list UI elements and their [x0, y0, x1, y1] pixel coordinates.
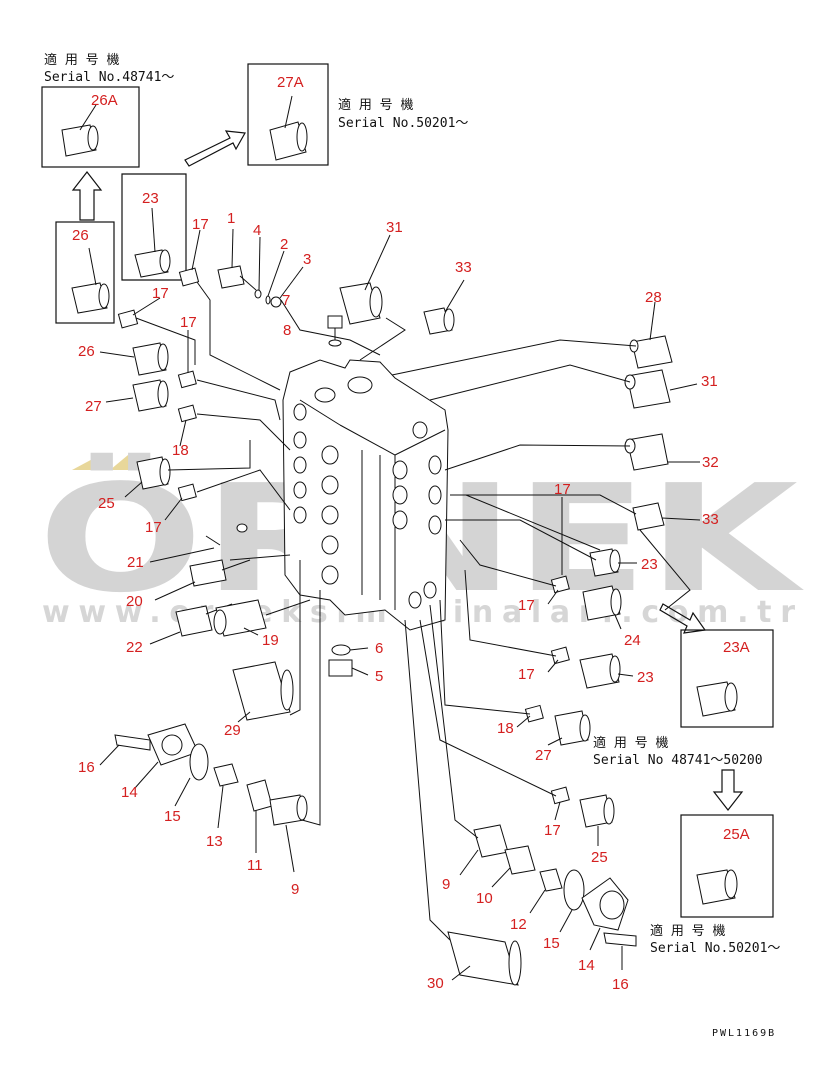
callout-25: 25: [591, 849, 608, 866]
callout-4: 4: [253, 222, 261, 239]
callout-27: 27: [85, 398, 102, 415]
callout-24: 24: [624, 632, 641, 649]
callout-32: 32: [702, 454, 719, 471]
callout-26: 26: [72, 227, 89, 244]
callout-31: 31: [701, 373, 718, 390]
callout-29: 29: [224, 722, 241, 739]
serial-note-number: Serial No.50201～: [338, 116, 468, 131]
callout-labels: 26A 27A 23 26 17 1 4 2 3 7 31 33 17 8 17…: [72, 74, 750, 993]
callout-25A: 25A: [723, 826, 750, 843]
serial-note-number: Serial No.48741～: [44, 70, 174, 85]
serial-note-label: 適 用 号 機: [44, 52, 119, 68]
diagonal-arrow-right: [659, 603, 707, 634]
callout-13: 13: [206, 833, 223, 850]
callout-21: 21: [127, 554, 144, 571]
callout-5: 5: [375, 668, 383, 685]
leader-lines: [79, 95, 701, 981]
callout-19: 19: [262, 632, 279, 649]
callout-22: 22: [126, 639, 143, 656]
callout-11: 11: [247, 857, 263, 874]
callout-16: 16: [612, 976, 629, 993]
callout-23: 23: [641, 556, 658, 573]
callout-31-top: 31: [386, 219, 403, 236]
watermark-accent: [72, 455, 105, 470]
callout-14: 14: [578, 957, 595, 974]
callout-17: 17: [145, 519, 162, 536]
diagonal-arrow: [184, 130, 246, 167]
callout-2: 2: [280, 236, 288, 253]
callout-23A: 23A: [723, 639, 750, 656]
callout-23: 23: [142, 190, 159, 207]
callout-33-top: 33: [455, 259, 472, 276]
callout-17: 17: [554, 481, 571, 498]
callout-27A: 27A: [277, 74, 304, 91]
callout-27: 27: [535, 747, 552, 764]
detail-boxes: [41, 63, 774, 918]
serial-note-label: 適 用 号 機: [650, 923, 725, 939]
callout-16: 16: [78, 759, 95, 776]
down-arrow: [712, 769, 744, 811]
callout-9: 9: [291, 881, 299, 898]
callout-15: 15: [164, 808, 181, 825]
callout-12: 12: [510, 916, 527, 933]
serial-notes: 適 用 号 機 Serial No.48741～ 適 用 号 機 Serial …: [44, 52, 780, 956]
callout-26-side: 26: [78, 343, 95, 360]
drawing-code: PWL1169B: [712, 1028, 776, 1039]
detail-box-25a: [680, 814, 774, 918]
callout-30: 30: [427, 975, 444, 992]
callout-17: 17: [180, 314, 197, 331]
callout-10: 10: [476, 890, 493, 907]
callout-17: 17: [544, 822, 561, 839]
callout-17: 17: [152, 285, 169, 302]
callout-14: 14: [121, 784, 138, 801]
serial-note-label: 適 用 号 機: [593, 735, 668, 751]
detail-box-26: [55, 221, 115, 324]
serial-note-number: Serial No.50201～: [650, 941, 780, 956]
detail-box-27a: [247, 63, 329, 166]
callout-17: 17: [518, 597, 535, 614]
callout-17: 17: [192, 216, 209, 233]
callout-3: 3: [303, 251, 311, 268]
callout-6: 6: [375, 640, 383, 657]
callout-33: 33: [702, 511, 719, 528]
callout-8: 8: [283, 322, 291, 339]
callout-25: 25: [98, 495, 115, 512]
callout-23: 23: [637, 669, 654, 686]
serial-note-number: Serial No 48741～50200: [593, 753, 763, 768]
parts: [61, 121, 738, 986]
detail-box-26a: [41, 86, 140, 168]
callout-18: 18: [497, 720, 514, 737]
callout-18: 18: [172, 442, 189, 459]
callout-17: 17: [518, 666, 535, 683]
callout-7: 7: [282, 292, 290, 309]
watermark-accent: [110, 455, 135, 470]
callout-28: 28: [645, 289, 662, 306]
valve-body: [282, 359, 449, 631]
serial-note-label: 適 用 号 機: [338, 97, 413, 113]
detail-box-23a: [680, 629, 774, 728]
callout-26A: 26A: [91, 92, 118, 109]
callout-9: 9: [442, 876, 450, 893]
callout-1: 1: [227, 210, 235, 227]
up-arrow: [71, 171, 103, 221]
callout-15: 15: [543, 935, 560, 952]
callout-20: 20: [126, 593, 143, 610]
